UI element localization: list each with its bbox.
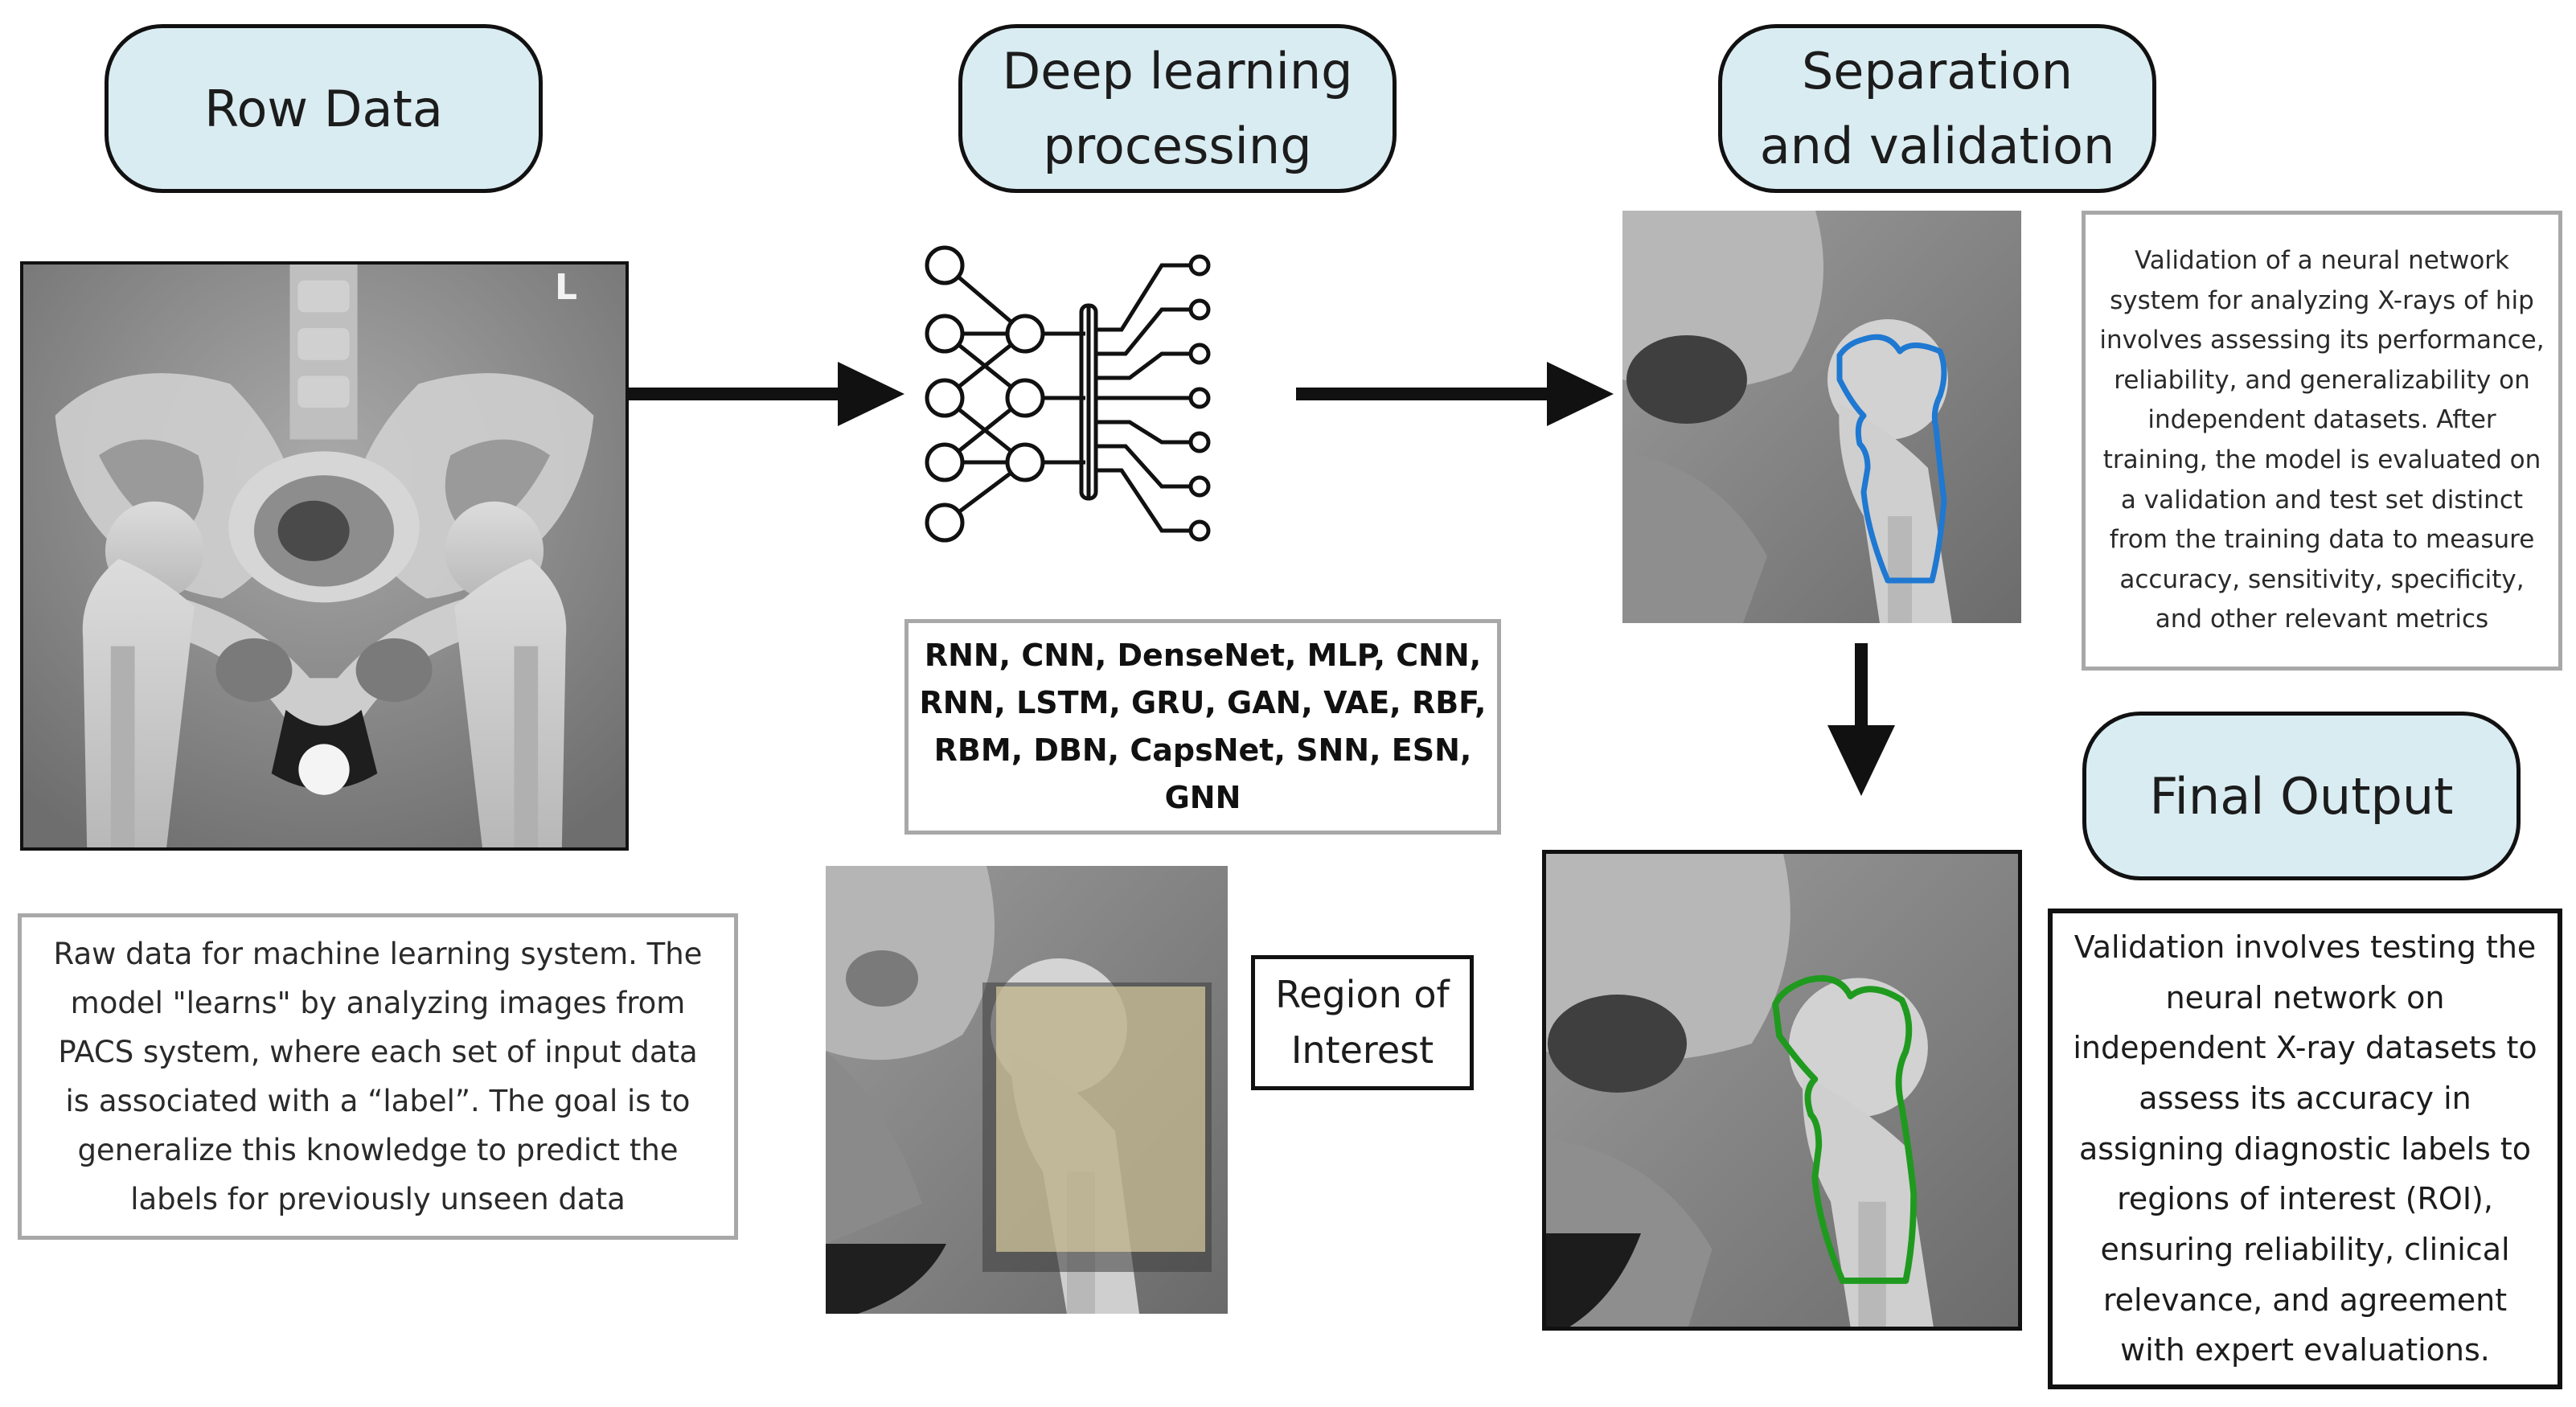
xray-side-marker: L (555, 267, 578, 308)
final-output-description-text: Validation involves testing the neural n… (2073, 929, 2537, 1368)
stage-raw-data-label: Row Data (204, 79, 443, 138)
validation-description-box: Validation of a neural network system fo… (2082, 211, 2562, 671)
algorithms-list-text: RNN, CNN, DenseNet, MLP, CNN, RNN, LSTM,… (919, 638, 1487, 815)
validation-description-text: Validation of a neural network system fo… (2099, 246, 2545, 634)
stage-deep-learning: Deep learning processing (958, 24, 1397, 193)
final-output-xray-image (1542, 850, 2022, 1331)
validation-xray-image (1622, 211, 2021, 623)
stage-raw-data: Row Data (105, 24, 543, 193)
arrow-separation-to-final (1827, 643, 1895, 796)
roi-label-text: Region of Interest (1275, 973, 1450, 1072)
pelvis-xray-image (20, 261, 629, 851)
roi-xray-image (826, 866, 1228, 1314)
stage-separation-label: Separation and validation (1759, 42, 2115, 175)
stage-separation-validation: Separation and validation (1718, 24, 2156, 193)
neural-network-icon (925, 245, 1211, 543)
stage-final-output: Final Output (2082, 712, 2521, 880)
stage-deep-learning-label: Deep learning processing (1002, 42, 1353, 175)
stage-final-output-label: Final Output (2149, 766, 2454, 826)
final-output-description-box: Validation involves testing the neural n… (2048, 909, 2562, 1389)
algorithms-list-box: RNN, CNN, DenseNet, MLP, CNN, RNN, LSTM,… (904, 619, 1501, 835)
arrow-raw-to-deep (627, 362, 904, 426)
arrow-deep-to-separation (1296, 362, 1614, 426)
raw-data-description-text: Raw data for machine learning system. Th… (53, 936, 703, 1217)
raw-data-description-box: Raw data for machine learning system. Th… (18, 913, 738, 1240)
roi-label-box: Region of Interest (1251, 955, 1474, 1090)
